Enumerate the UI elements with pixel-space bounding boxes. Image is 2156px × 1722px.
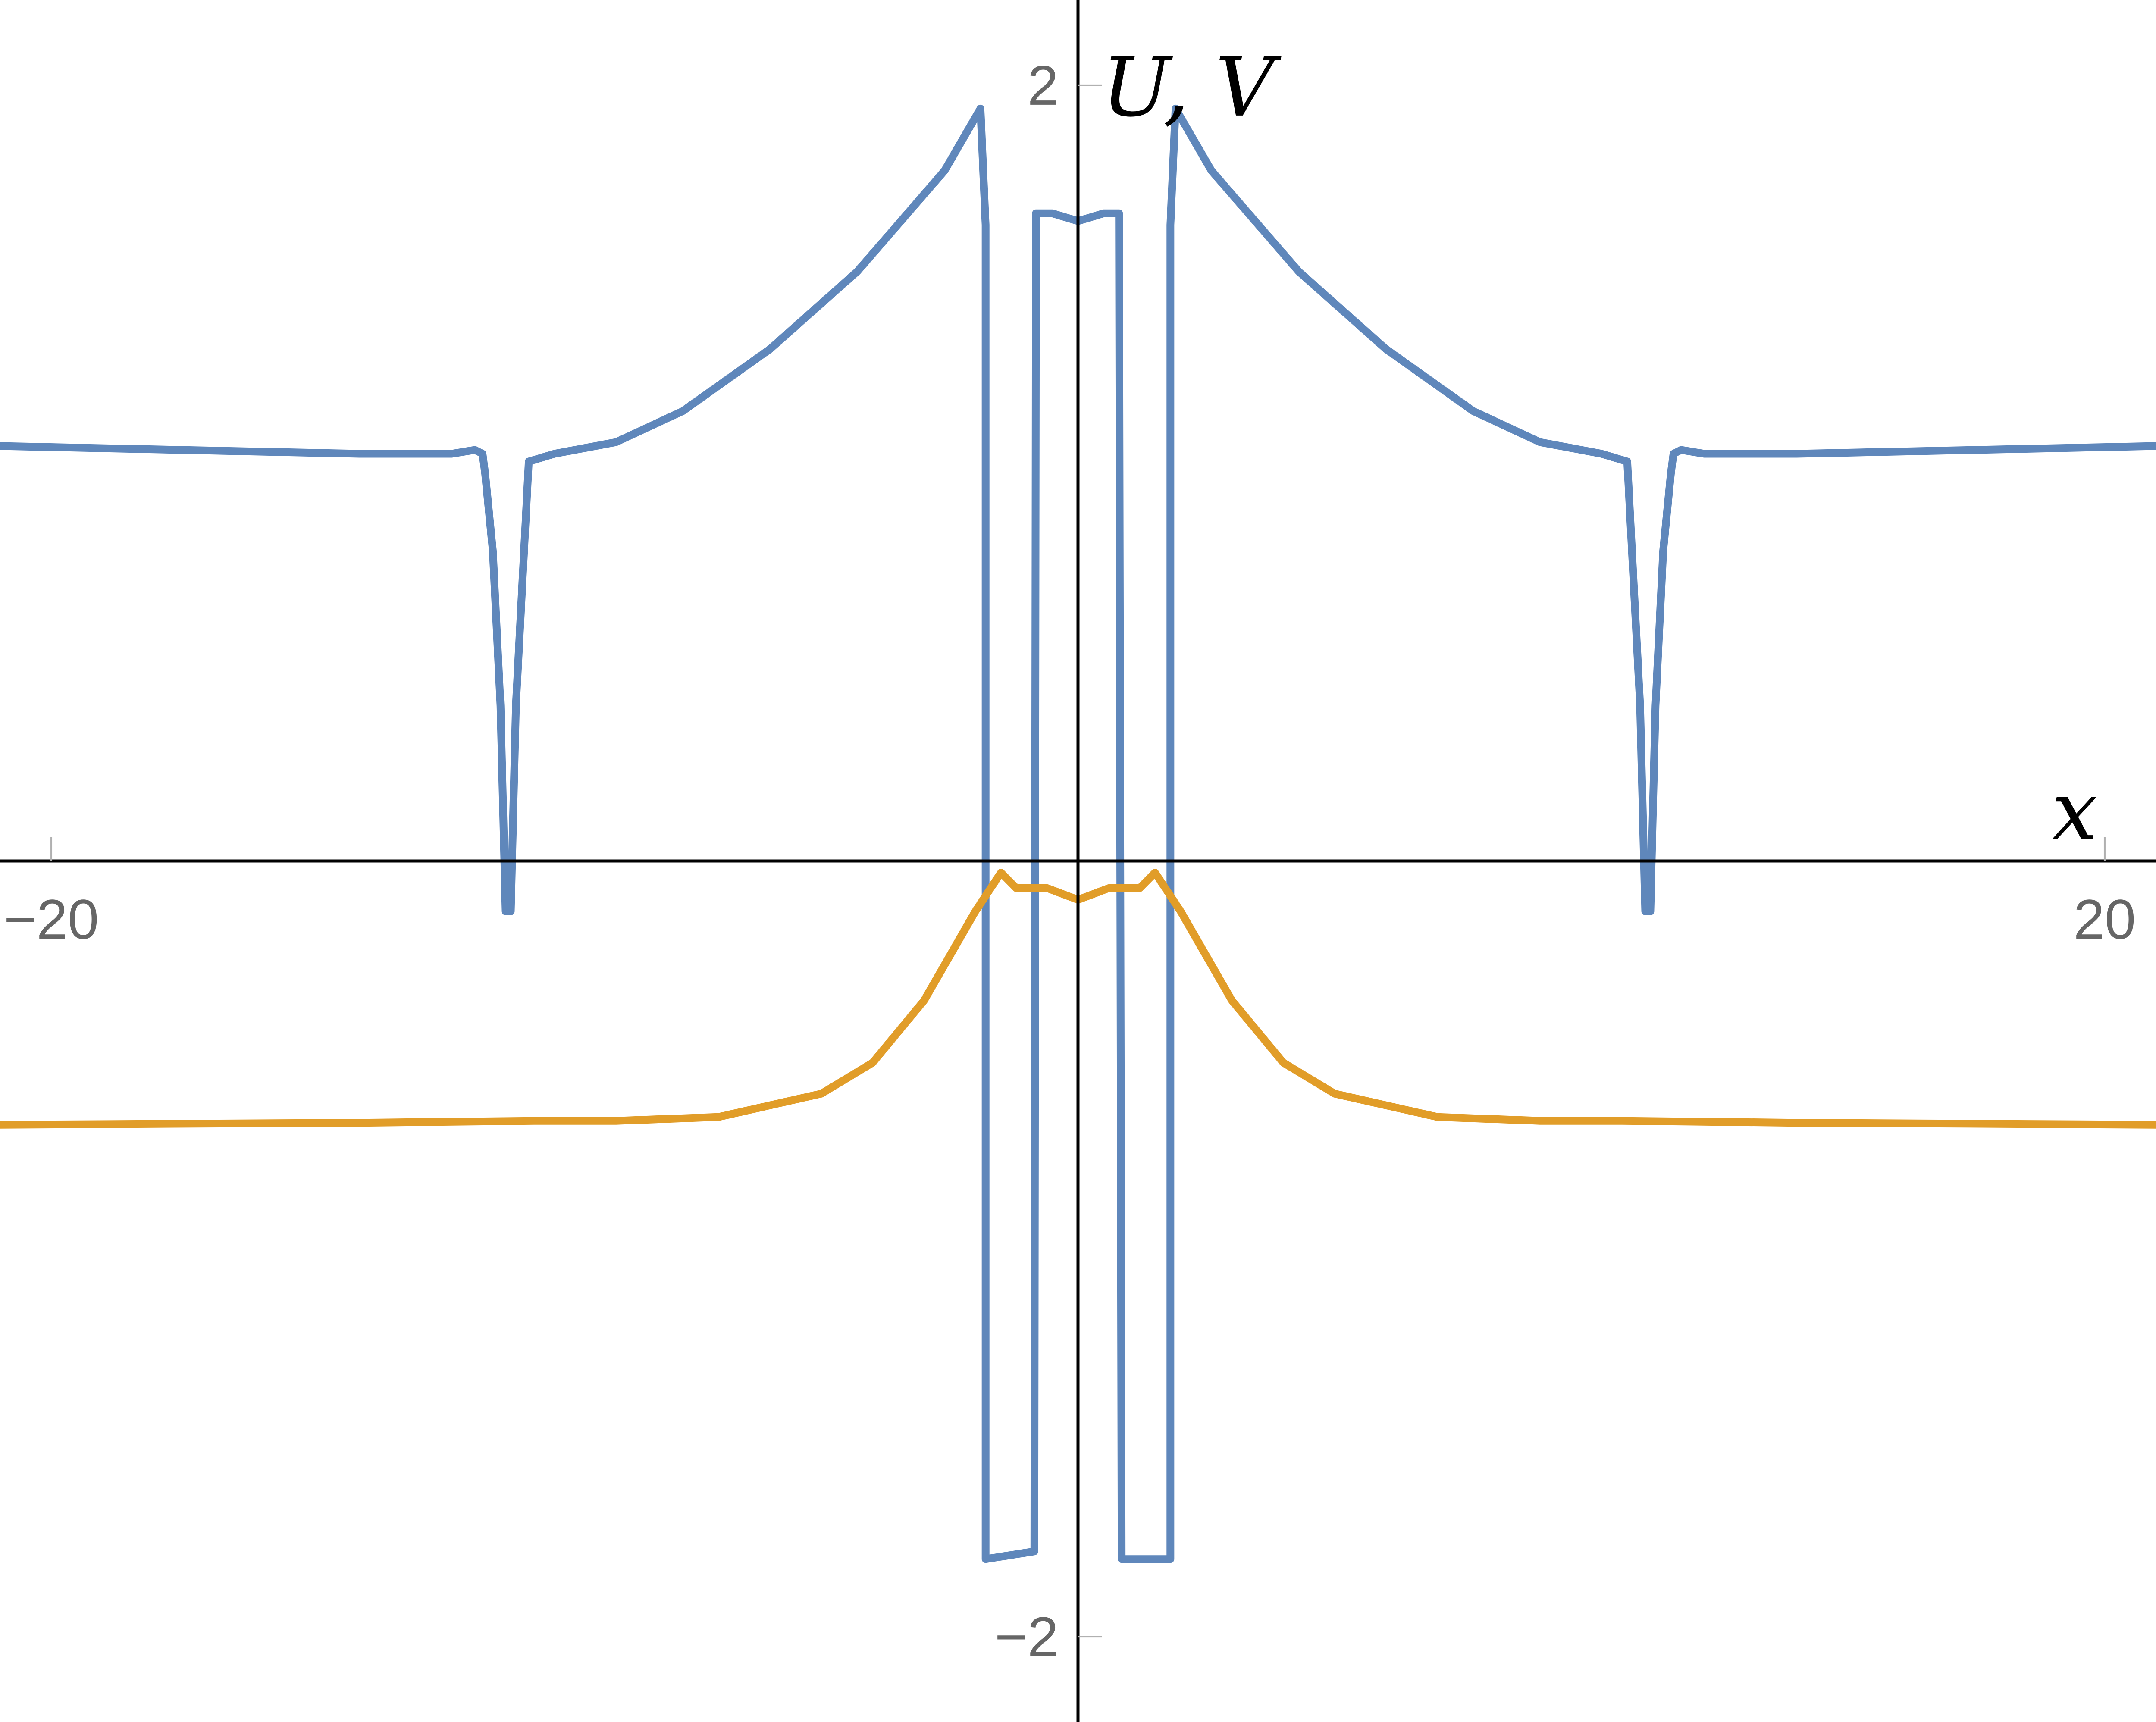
x-tick-label-2: 20 [2074,888,2136,951]
x-tick-label-1: −20 [4,888,99,951]
x-axis-label: x [2052,764,2098,859]
y-axis-label: U, V [1102,40,1282,135]
tick-layer: −20 20 2 −2 [4,54,2136,1668]
y-tick-label-2: −2 [995,1605,1059,1668]
y-tick-label-1: 2 [1028,54,1059,117]
